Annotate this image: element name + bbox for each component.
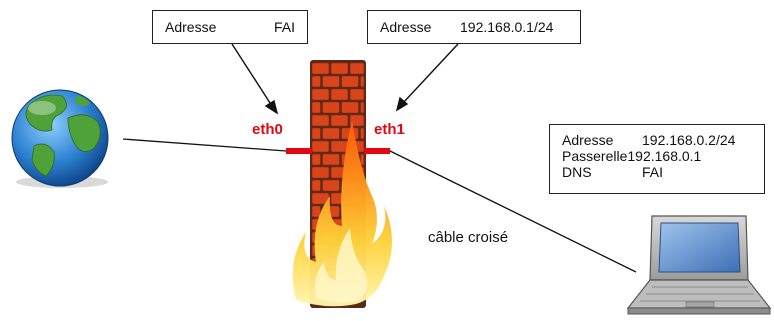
pc-address-value: 192.168.0.2/24 [642, 132, 736, 148]
eth1-address-value: 192.168.0.1/24 [460, 19, 554, 35]
pc-dns-value: FAI [642, 164, 664, 180]
link-internet-eth0 [122, 138, 287, 152]
cable-label: câble croisé [428, 229, 509, 246]
firewall-icon [292, 60, 392, 308]
laptop-icon [626, 215, 772, 315]
pc-gateway-value: 192.168.0.1 [627, 148, 702, 164]
pc-config-box: Adresse 192.168.0.2/24 Passerelle 192.16… [549, 124, 765, 194]
arrow-eth0 [231, 43, 279, 115]
pc-address-label: Adresse [562, 132, 614, 148]
eth1-port [364, 148, 390, 154]
eth0-label: eth0 [252, 121, 283, 138]
arrow-eth1 [395, 43, 459, 112]
pc-gateway-label: Passerelle [562, 148, 628, 164]
eth1-address-label: Adresse [380, 19, 432, 35]
eth0-address-label: Adresse [165, 19, 217, 35]
eth0-address-box: Adresse FAI [152, 10, 308, 44]
globe-icon [11, 89, 109, 188]
pc-row-gateway: Passerelle 192.168.0.1 [562, 148, 764, 164]
eth0-port [286, 148, 312, 154]
eth1-label: eth1 [374, 121, 405, 138]
eth0-address-value: FAI [274, 19, 296, 35]
pc-row-address: Adresse 192.168.0.2/24 [562, 132, 764, 148]
pc-row-dns: DNS FAI [562, 164, 764, 180]
pc-dns-label: DNS [562, 164, 592, 180]
eth1-address-box: Adresse 192.168.0.1/24 [367, 10, 581, 44]
crossover-cable [387, 149, 637, 273]
